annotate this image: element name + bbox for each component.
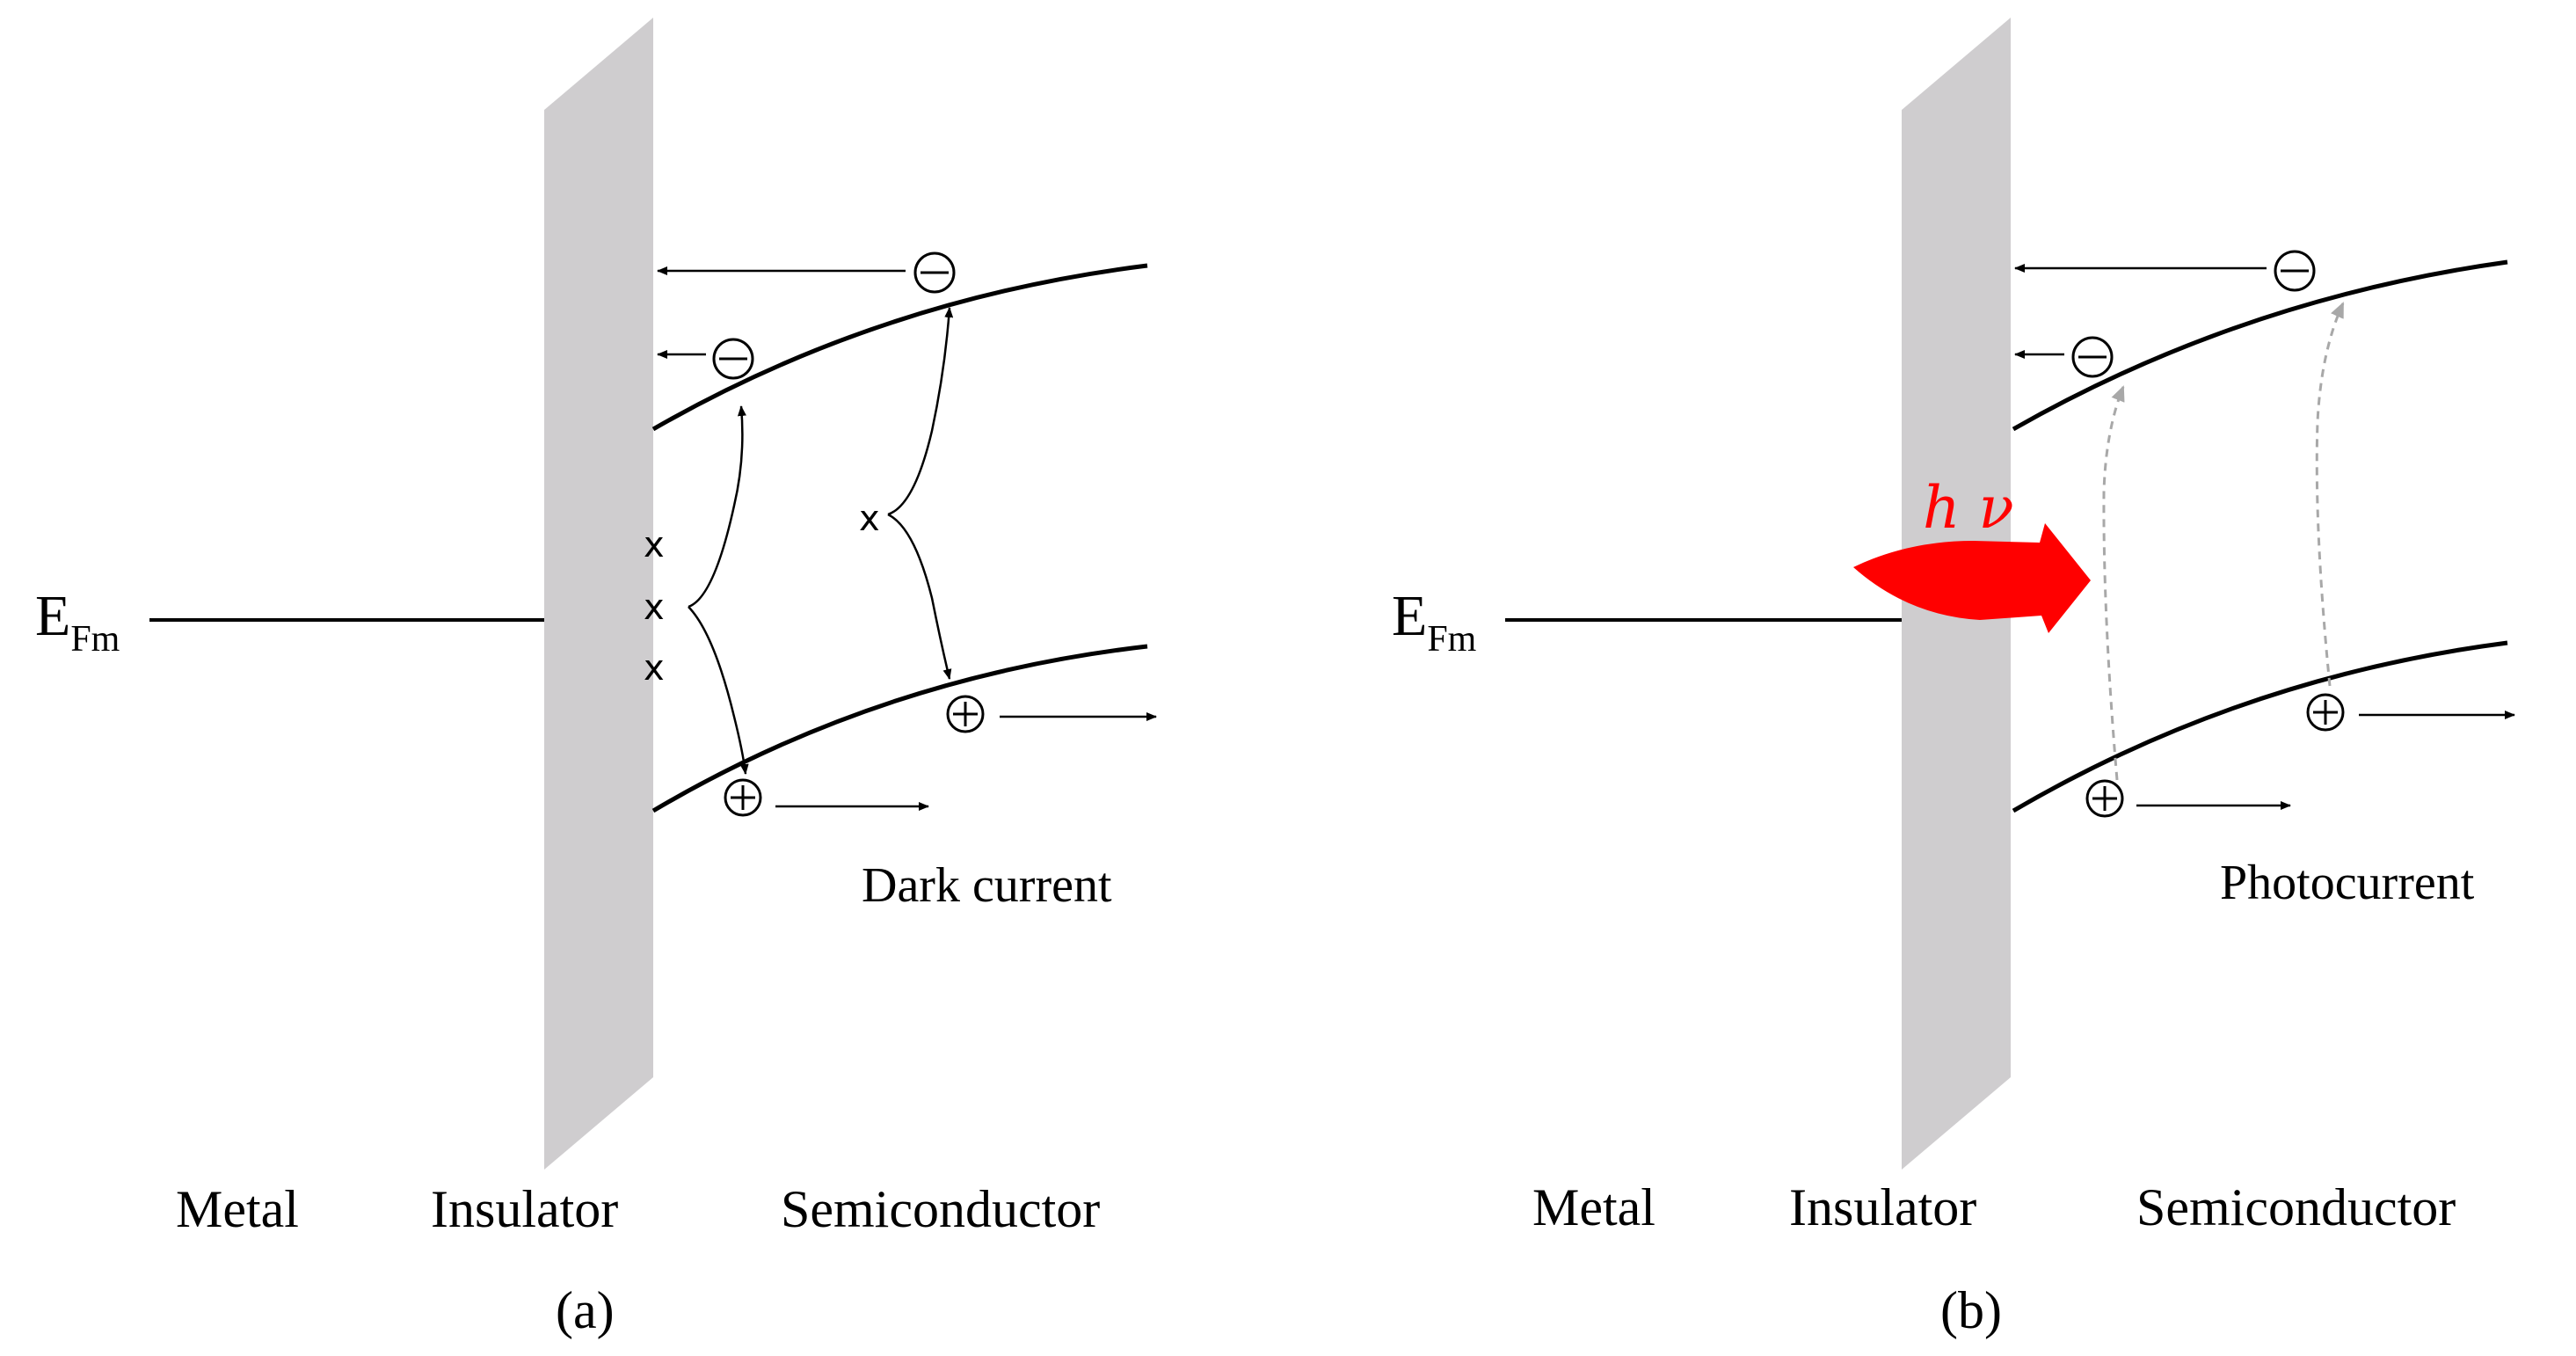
- photon-label: h ν: [1923, 474, 2014, 542]
- trap-generation-arrow-down: [688, 606, 749, 775]
- region-label-semiconductor: Semiconductor: [2136, 1178, 2456, 1236]
- panel-caption: (b): [1940, 1281, 2002, 1339]
- trap-state-mark: x: [644, 648, 665, 689]
- hole-icon: [2306, 693, 2345, 732]
- trap-generation-arrow-down: [887, 513, 952, 680]
- panel-caption: (a): [556, 1281, 615, 1339]
- region-label-metal: Metal: [176, 1180, 299, 1238]
- region-label-insulator: Insulator: [431, 1180, 618, 1238]
- trap-state-mark: x: [644, 587, 665, 628]
- hole-icon: [2085, 779, 2124, 818]
- insulator-slab: [544, 18, 653, 1170]
- valence-band: [2012, 640, 2508, 813]
- electron-icon: [2274, 250, 2316, 292]
- photon-arrow-icon: [1853, 523, 2091, 633]
- electron-icon: [712, 338, 754, 380]
- trap-generation-arrow-up: [887, 307, 954, 516]
- current-label: Dark current: [862, 858, 1112, 913]
- photo-excitation-arrow: [2315, 302, 2345, 687]
- current-label: Photocurrent: [2220, 856, 2475, 910]
- region-label-insulator: Insulator: [1789, 1178, 1976, 1236]
- fermi-level-label: EFm: [1392, 584, 1477, 660]
- fermi-level-label: EFm: [35, 584, 120, 660]
- trap-state-mark: x: [859, 499, 880, 539]
- trap-state-mark: x: [644, 525, 665, 565]
- hole-icon: [946, 695, 985, 733]
- electron-icon: [2071, 336, 2114, 378]
- conduction-band: [651, 263, 1148, 432]
- hole-icon: [724, 778, 762, 817]
- valence-band: [651, 644, 1148, 813]
- electron-icon: [913, 252, 956, 294]
- panel-a: EFm x x x x Dark current: [35, 18, 1157, 1339]
- trap-generation-arrow-up: [688, 405, 746, 609]
- region-label-metal: Metal: [1532, 1178, 1655, 1236]
- panel-b: EFm h ν Photocurrent Metal Insulato: [1392, 18, 2515, 1339]
- photo-excitation-arrow: [2102, 385, 2125, 781]
- conduction-band: [2012, 259, 2508, 432]
- region-label-semiconductor: Semiconductor: [781, 1180, 1100, 1238]
